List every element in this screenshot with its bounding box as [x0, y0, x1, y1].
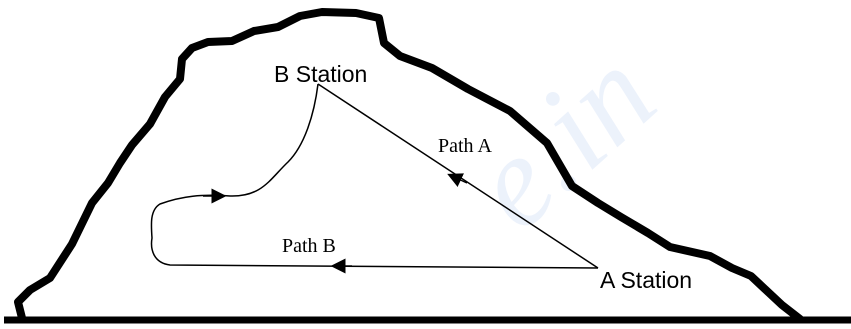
mountain-outline — [14, 8, 804, 323]
station-a-label: A Station — [600, 267, 692, 293]
path-a-arrow — [447, 173, 468, 187]
path-b-curve — [150, 83, 599, 269]
path-a-label: Path A — [438, 135, 492, 157]
path-b-label: Path B — [282, 235, 336, 257]
station-b-label: B Station — [274, 61, 367, 87]
